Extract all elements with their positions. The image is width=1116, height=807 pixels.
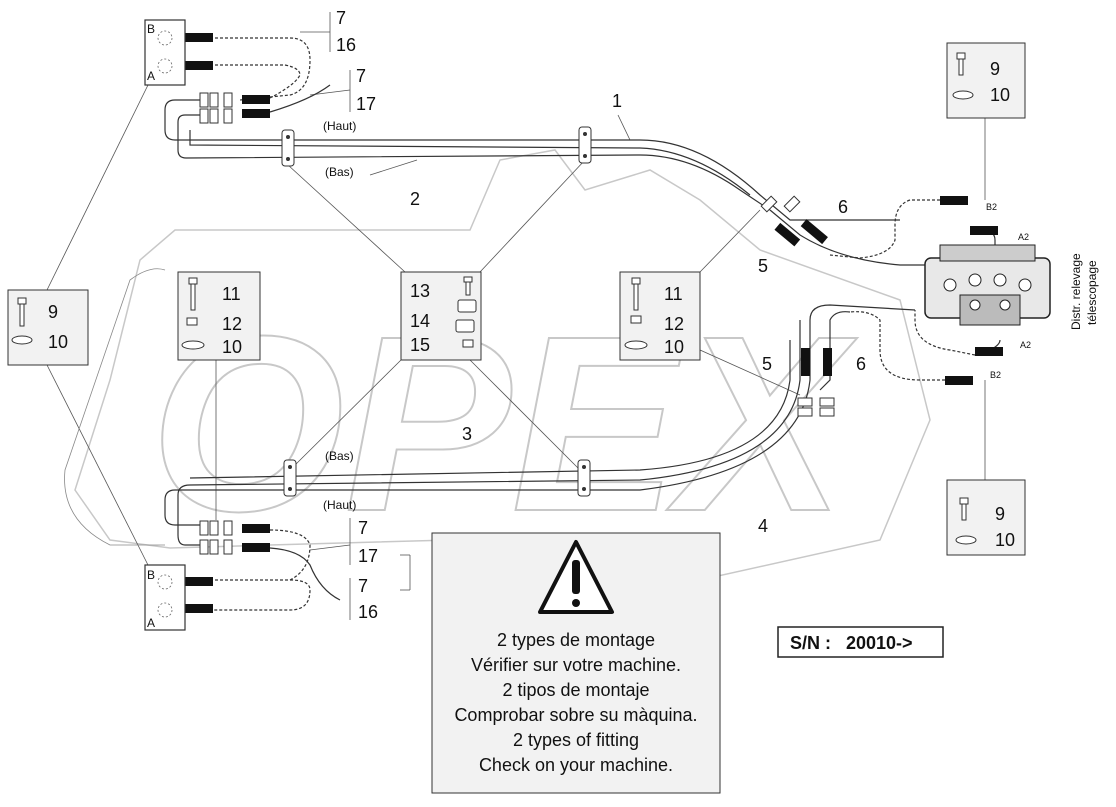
callout-6: 6 (838, 197, 848, 217)
clamp-half-icon (457, 299, 477, 313)
washer-icon (624, 340, 648, 350)
callout-2: 2 (410, 189, 420, 209)
clamp-half-icon (455, 319, 475, 333)
bolt-icon (188, 277, 198, 311)
callout-7: 7 (358, 518, 368, 538)
callout-7: 7 (356, 66, 366, 86)
callout-13: 13 (410, 281, 430, 301)
callout-10: 10 (995, 530, 1015, 550)
valve-port-b2: B2 (986, 202, 997, 212)
warning-box (431, 532, 721, 794)
serial-number: S/N : 20010-> (790, 633, 913, 653)
callout-9: 9 (995, 504, 1005, 524)
watermark: OPEX (74, 149, 931, 601)
washer-icon (955, 535, 977, 545)
label-haut: (Haut) (323, 119, 356, 133)
warning-icon (538, 540, 614, 614)
callout-10: 10 (222, 337, 242, 357)
callout-17: 17 (356, 94, 376, 114)
nut-icon (462, 339, 474, 348)
port-label-b: B (147, 22, 155, 36)
valve-port-a2: A2 (1018, 232, 1029, 242)
pipe-clamps (281, 126, 592, 497)
bolt-icon (956, 52, 966, 76)
hose-sleeves (185, 33, 1003, 613)
warning-line: 2 tipos de montaje (502, 680, 649, 700)
callout-5: 5 (758, 256, 768, 276)
labels: 7 16 7 17 (Haut) (Bas) 1 2 3 4 5 6 5 6 9… (48, 8, 1099, 775)
bolt-icon (17, 297, 27, 327)
valve-port-a2: A2 (1020, 340, 1031, 350)
bolt-icon (631, 277, 641, 311)
callout-1: 1 (612, 91, 622, 111)
warning-line: 2 types of fitting (513, 730, 639, 750)
washer-icon (11, 335, 33, 345)
callout-6: 6 (856, 354, 866, 374)
pipes (64, 37, 1001, 611)
callout-10: 10 (990, 85, 1010, 105)
callout-12: 12 (222, 314, 242, 334)
valve-label-line1: Distr. relevage (1069, 253, 1083, 330)
bolt-icon (959, 497, 969, 521)
serial-box (777, 626, 944, 658)
callout-10: 10 (664, 337, 684, 357)
callout-9: 9 (990, 59, 1000, 79)
port-block-bottom (144, 564, 186, 631)
callout-5: 5 (762, 354, 772, 374)
port-label-a: A (147, 69, 155, 83)
callout-15: 15 (410, 335, 430, 355)
callout-10: 10 (48, 332, 68, 352)
label-haut: (Haut) (323, 498, 356, 512)
callout-11: 11 (664, 284, 683, 304)
warning-line: Check on your machine. (479, 755, 673, 775)
nut-icon (630, 315, 642, 324)
port-label-b: B (147, 568, 155, 582)
hydraulic-valve (924, 244, 1051, 326)
nut-icon (186, 317, 198, 326)
part-icons (11, 52, 977, 545)
callout-12: 12 (664, 314, 684, 334)
callout-11: 11 (222, 284, 241, 304)
warning-line: Comprobar sobre su màquina. (454, 705, 697, 725)
callout-3: 3 (462, 424, 472, 444)
clamp-bolts (286, 132, 587, 491)
label-bas: (Bas) (325, 449, 354, 463)
callout-7: 7 (336, 8, 346, 28)
valve-port-b2: B2 (990, 370, 1001, 380)
warning-line: Vérifier sur votre machine. (471, 655, 681, 675)
watermark-text: OPEX (150, 284, 858, 563)
bolt-icon (463, 276, 473, 296)
label-bas: (Bas) (325, 165, 354, 179)
callout-16: 16 (336, 35, 356, 55)
valve-label-line2: télescopage (1085, 260, 1099, 325)
couplers (199, 92, 835, 555)
callout-14: 14 (410, 311, 430, 331)
callout-17: 17 (358, 546, 378, 566)
callout-4: 4 (758, 516, 768, 536)
washer-icon (181, 340, 205, 350)
washer-icon (952, 90, 974, 100)
warning-line: 2 types de montage (497, 630, 655, 650)
callout-7: 7 (358, 576, 368, 596)
guide-lines (46, 12, 986, 620)
callout-9: 9 (48, 302, 58, 322)
port-label-a: A (147, 616, 155, 630)
callout-16: 16 (358, 602, 378, 622)
